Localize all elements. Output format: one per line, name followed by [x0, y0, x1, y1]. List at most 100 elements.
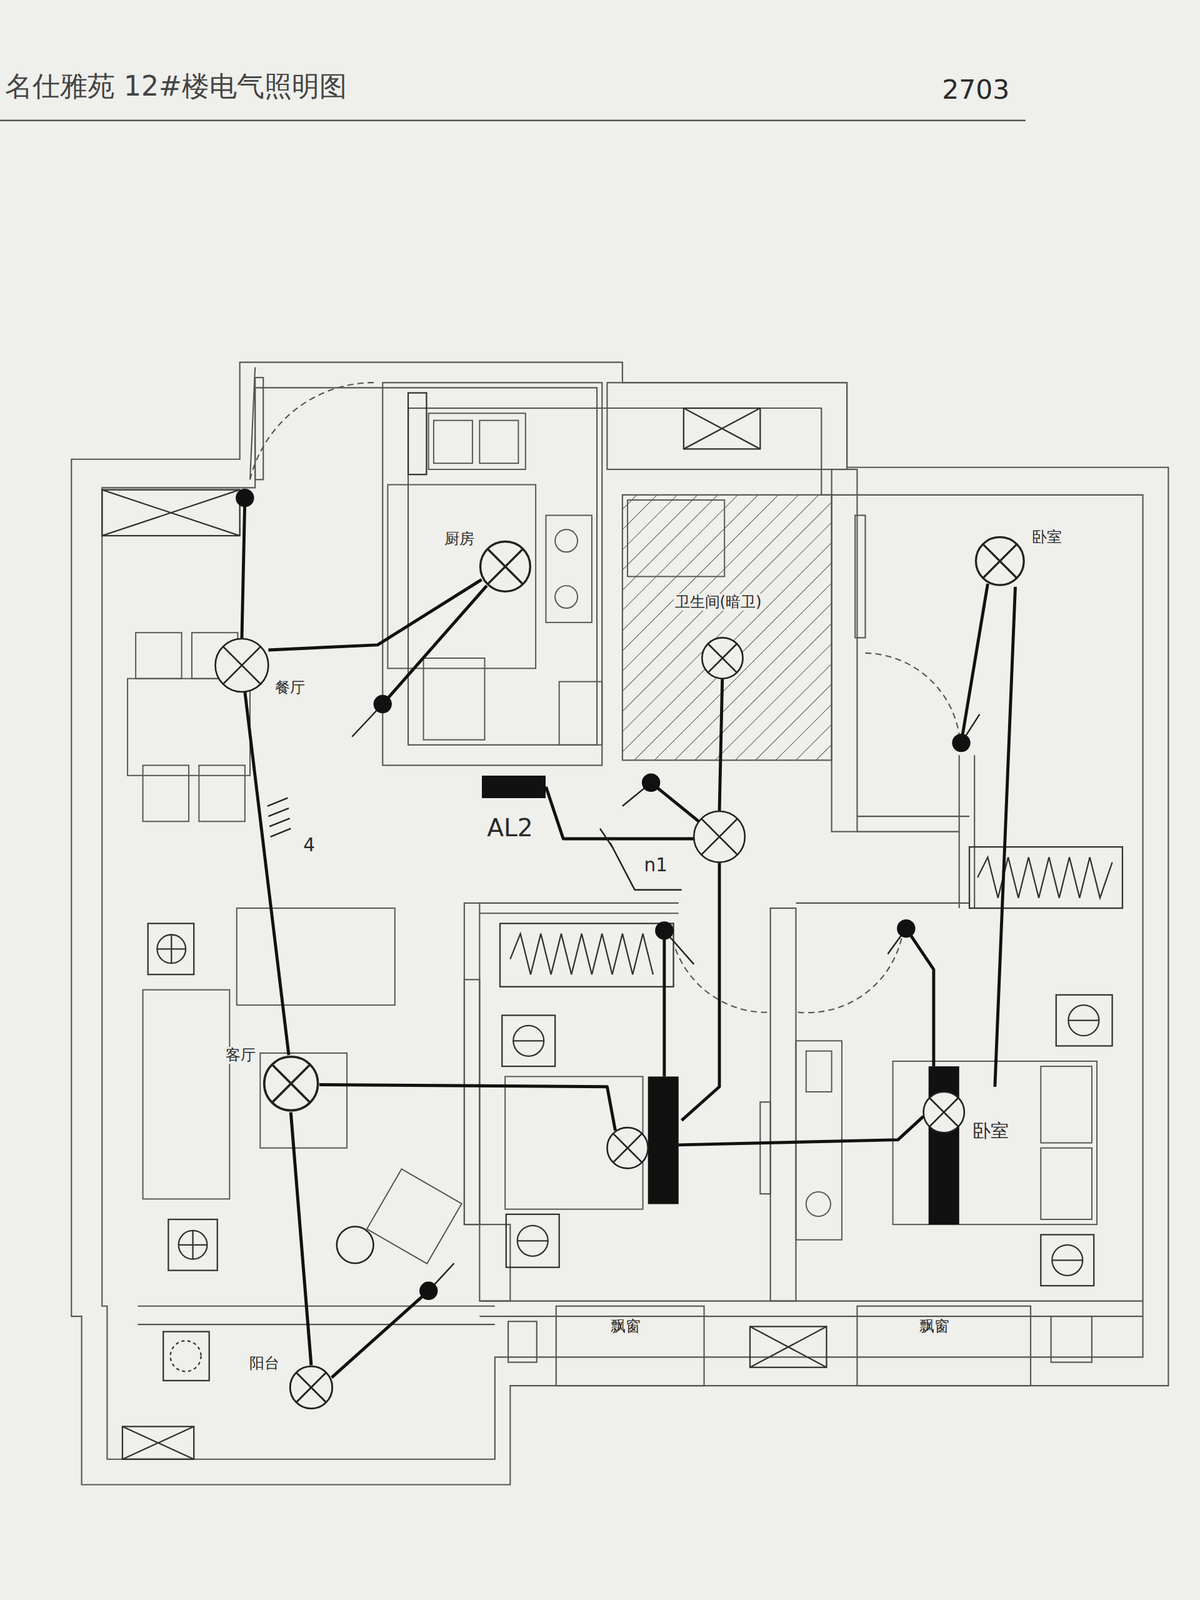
switch-dots: [235, 488, 254, 507]
lamp-outline: [983, 544, 1017, 579]
room-label: 飘窗: [609, 1318, 642, 1335]
lamp-symbols: [336, 1226, 374, 1264]
equipment-symbols: [683, 408, 760, 449]
switch-dots: [951, 733, 970, 752]
title-rule: [0, 119, 1026, 121]
walls: [760, 1101, 770, 1194]
switch-dots: [419, 1281, 438, 1300]
switch-dots: [373, 695, 392, 714]
equipment-symbols: [101, 490, 240, 536]
lamp-symbols: [215, 637, 964, 1264]
equipment-symbols: [163, 1331, 209, 1381]
wiring: [995, 586, 1016, 1087]
junction-bars: [648, 1076, 679, 1204]
lamp-symbols: [223, 646, 261, 684]
walls: [250, 367, 255, 480]
furniture: [505, 1076, 643, 1209]
walls: [865, 653, 959, 735]
lamp-symbol: 阳台: [288, 1365, 334, 1410]
furniture: [198, 765, 245, 822]
walls: [479, 1301, 1143, 1317]
lamp-outline: [974, 535, 1026, 587]
walls: [606, 382, 847, 470]
lamp-outline: [480, 541, 530, 592]
furniture: [260, 1053, 347, 1149]
switch-dots: [235, 488, 971, 1300]
lamp-symbols: [701, 818, 739, 855]
wire-ticks: [267, 704, 980, 1292]
furniture: [428, 413, 526, 470]
walls: [408, 408, 597, 745]
walls: [255, 377, 264, 480]
walls: [479, 903, 679, 914]
equipment-symbols: [517, 1225, 549, 1257]
furniture: [1040, 1148, 1092, 1220]
furniture: [555, 585, 578, 609]
wiring: [241, 498, 1016, 1378]
wiring: [678, 1116, 924, 1145]
room-label: n1: [643, 855, 669, 875]
walls: [856, 1306, 1031, 1386]
walls: [770, 908, 797, 1302]
wire-ticks: [610, 843, 682, 890]
equipment-symbols: [122, 1426, 194, 1459]
walls: [508, 1321, 537, 1362]
equipment-symbols: [750, 1326, 827, 1367]
furniture: [143, 765, 189, 822]
equipment-symbols: [510, 933, 654, 975]
wiring: [268, 579, 482, 650]
walls: [795, 755, 975, 909]
equipment-symbols: [513, 1040, 544, 1042]
equipment-symbols: [1040, 1235, 1094, 1287]
walls: [1051, 1316, 1092, 1362]
switch-dots: [655, 921, 674, 940]
wiring: [245, 691, 289, 1055]
equipment-symbols: [1051, 1245, 1083, 1276]
walls: [798, 930, 904, 1013]
furniture: [559, 681, 603, 745]
equipment-symbols: [408, 393, 427, 475]
room-label: 4: [301, 835, 317, 855]
walls: [137, 1306, 495, 1325]
lamp-outline: [296, 1373, 326, 1403]
wiring: [651, 782, 700, 823]
equipment-symbols: [156, 935, 186, 964]
lamp-outline: [288, 1365, 334, 1410]
lamp-symbols: [708, 643, 737, 673]
drawing-title: 名仕雅苑 12#楼电气照明图: [3, 71, 349, 102]
lamp-label: 厨房: [443, 530, 476, 548]
panel-label: AL2: [485, 814, 535, 842]
lamp-label: 阳台: [248, 1355, 281, 1372]
lamp-symbols: [929, 1098, 959, 1127]
furniture: [479, 420, 519, 464]
walls: [101, 387, 1143, 1459]
lamp-label: 卧室: [1030, 528, 1064, 546]
furniture: [143, 990, 230, 1200]
walls: [464, 903, 480, 1225]
furniture: [387, 485, 536, 669]
furniture: [236, 908, 395, 1005]
wiring: [319, 1085, 615, 1131]
equipment-symbols: [500, 923, 674, 987]
walls: [556, 1306, 705, 1386]
furniture: [127, 413, 1097, 1264]
furniture: [627, 500, 725, 577]
equipment-symbols: [1056, 995, 1113, 1047]
furniture: [1040, 1066, 1092, 1143]
room-label: 卧室: [971, 1120, 1010, 1141]
equipment-symbols: [683, 408, 760, 449]
equipment-symbols: [122, 1426, 194, 1459]
junction-bars: [648, 1066, 960, 1225]
room-label: 餐厅: [273, 679, 307, 697]
walls: [856, 816, 970, 832]
equipment-symbols: [1068, 1005, 1099, 1036]
lamp-symbols: [701, 637, 743, 679]
room-label: 飘窗: [918, 1318, 951, 1335]
wiring: [681, 862, 720, 1121]
equipment-symbols: [101, 490, 240, 536]
equipment-symbols: [513, 1025, 544, 1057]
furniture: [423, 658, 485, 740]
lamp-symbol: 客厅: [262, 1055, 320, 1112]
lamp-symbol: 卧室: [974, 535, 1026, 587]
wire-ticks: [600, 828, 613, 847]
